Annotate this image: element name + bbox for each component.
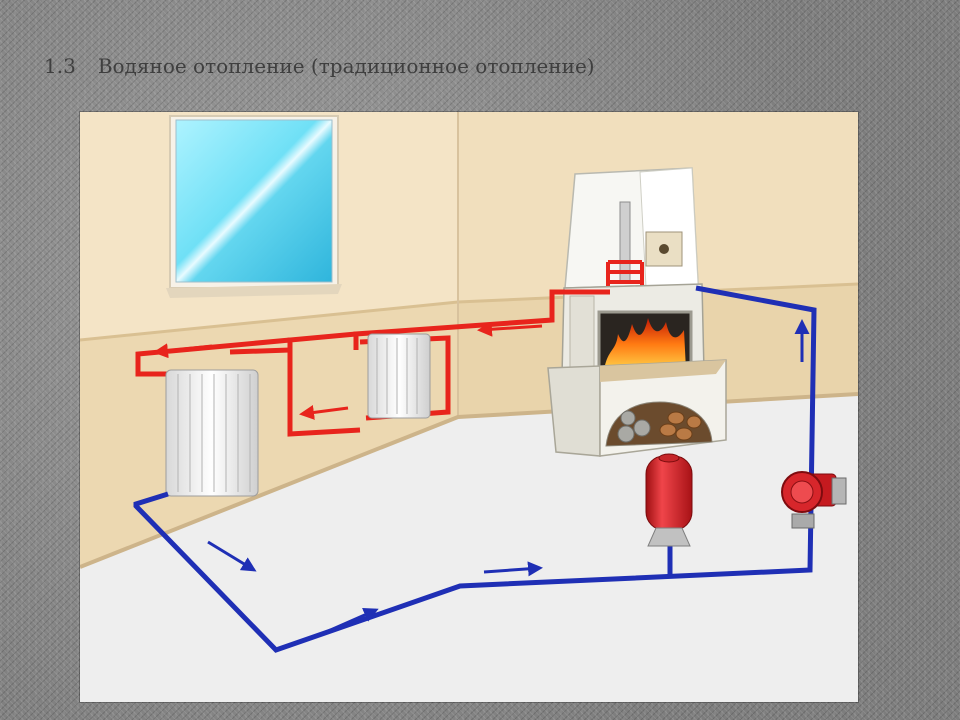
supply-arrows bbox=[153, 321, 543, 420]
expansion-tank bbox=[645, 453, 693, 547]
return-arrows bbox=[207, 319, 810, 634]
section-number: 1.3 bbox=[44, 54, 76, 78]
supply-pipes bbox=[135, 289, 610, 437]
slide-title: 1.3 Водяное отопление (традиционное отопл… bbox=[44, 54, 595, 78]
hot-pipe-to-left bbox=[135, 337, 291, 377]
window bbox=[166, 115, 342, 298]
wall-left-dado bbox=[80, 302, 458, 567]
section-title: Водяное отопление (традиционное отоплени… bbox=[97, 54, 595, 78]
hot-pipe-left-feed bbox=[229, 347, 291, 355]
heating-diagram bbox=[80, 112, 858, 702]
fireplace-stove bbox=[547, 167, 727, 457]
radiator-right bbox=[367, 333, 431, 419]
stove-base bbox=[547, 365, 601, 457]
fire-flames bbox=[604, 318, 686, 370]
hot-pipe-from-stove bbox=[353, 289, 610, 350]
heating-diagram-svg bbox=[80, 112, 858, 702]
circulation-pump bbox=[781, 471, 847, 529]
radiator-left bbox=[165, 369, 259, 497]
hot-pipe-top-loop bbox=[287, 331, 361, 437]
